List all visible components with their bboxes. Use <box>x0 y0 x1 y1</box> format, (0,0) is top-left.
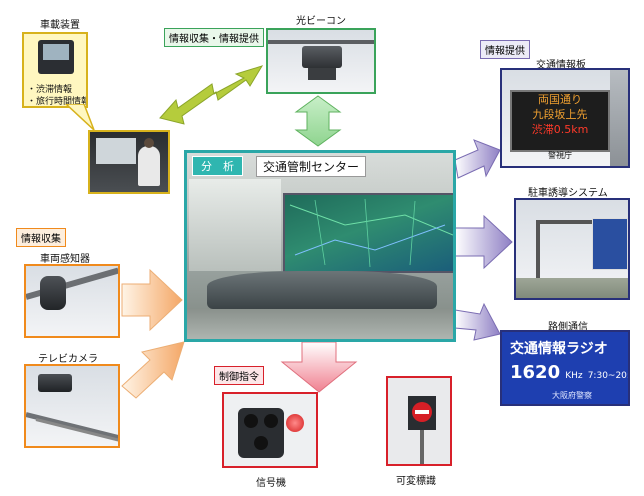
beacon-center-arrow <box>294 95 342 147</box>
board-line-3: 渋滞0.5km <box>531 123 589 136</box>
roadside-comm-photo: 交通情報ラジオ 1620 KHz 7:30~20:00 大阪府警察 <box>500 330 630 406</box>
radio-line-1: 交通情報ラジオ <box>510 341 608 357</box>
variable-sign-label: 可変標識 <box>396 476 436 487</box>
tv-camera-unit <box>38 374 72 392</box>
board-line-1: 両国通り <box>538 93 582 106</box>
beacon-photo <box>266 28 376 94</box>
beacon-unit <box>302 46 342 68</box>
roadside-comm-label: 路側通信 <box>548 322 588 333</box>
traffic-board-photo: 両国通り 九段坂上先 渋滞0.5km 警視庁 <box>500 68 630 168</box>
vehicle-detector-label: 車両感知器 <box>40 254 90 265</box>
vehicle-detector-unit <box>40 276 66 310</box>
arrow-to-roadside-comm <box>454 302 501 341</box>
display-wall <box>283 193 453 273</box>
radio-hours: 7:30~20:00 <box>587 371 630 381</box>
car-unit-info-2: ・旅行時間情報等 <box>27 97 86 107</box>
collect-provide-tag: 情報収集・情報提供 <box>164 28 264 47</box>
car-unit-label: 車載装置 <box>40 20 80 31</box>
radio-freq: 1620 <box>510 362 561 383</box>
arrow-from-tv-camera <box>121 341 185 399</box>
car-unit-info-1: ・渋滞情報 <box>27 85 73 95</box>
arrow-from-vehicle-detector <box>121 268 183 332</box>
tv-camera-label: テレビカメラ <box>38 354 98 365</box>
signal-photo <box>222 392 318 468</box>
callout-tail <box>64 104 95 131</box>
arrow-to-parking-guidance <box>454 214 513 270</box>
driver <box>138 146 160 186</box>
signal-unit <box>238 408 284 458</box>
variable-sign-photo <box>386 376 452 466</box>
signal-red-light <box>286 414 304 432</box>
no-entry-sign <box>412 402 432 422</box>
board-org: 警視庁 <box>548 151 572 160</box>
signal-label: 信号機 <box>256 478 286 489</box>
radio-unit: KHz <box>565 371 583 381</box>
tv-camera-photo <box>24 364 120 448</box>
arrow-to-traffic-board <box>454 139 501 179</box>
beacon-label: 光ビーコン <box>296 16 346 27</box>
car-unit-photo: ・渋滞情報 ・旅行時間情報等 <box>22 32 88 108</box>
traffic-board-sign: 両国通り 九段坂上先 渋滞0.5km <box>510 90 610 152</box>
car-interior-photo <box>88 130 170 194</box>
radio-place: 大阪府警察 <box>552 391 592 400</box>
arrow-to-control <box>280 341 358 393</box>
collect-tag: 情報収集 <box>16 228 66 247</box>
traffic-board-label: 交通情報板 <box>536 60 586 71</box>
control-tag: 制御指令 <box>214 366 264 385</box>
wireless-arrow <box>159 65 264 125</box>
parking-guidance-sign <box>592 218 628 270</box>
car-unit-device <box>38 40 74 74</box>
vehicle-detector-photo <box>24 264 120 338</box>
board-line-2: 九段坂上先 <box>532 108 588 121</box>
parking-guidance-photo <box>514 198 630 300</box>
operator-desks <box>207 271 437 309</box>
provide-tag: 情報提供 <box>480 40 530 59</box>
parking-guidance-label: 駐車誘導システム <box>528 188 608 199</box>
control-center-photo <box>184 150 456 342</box>
control-center-title: 交通管制センター <box>256 156 367 177</box>
analysis-tag: 分 析 <box>192 156 243 176</box>
